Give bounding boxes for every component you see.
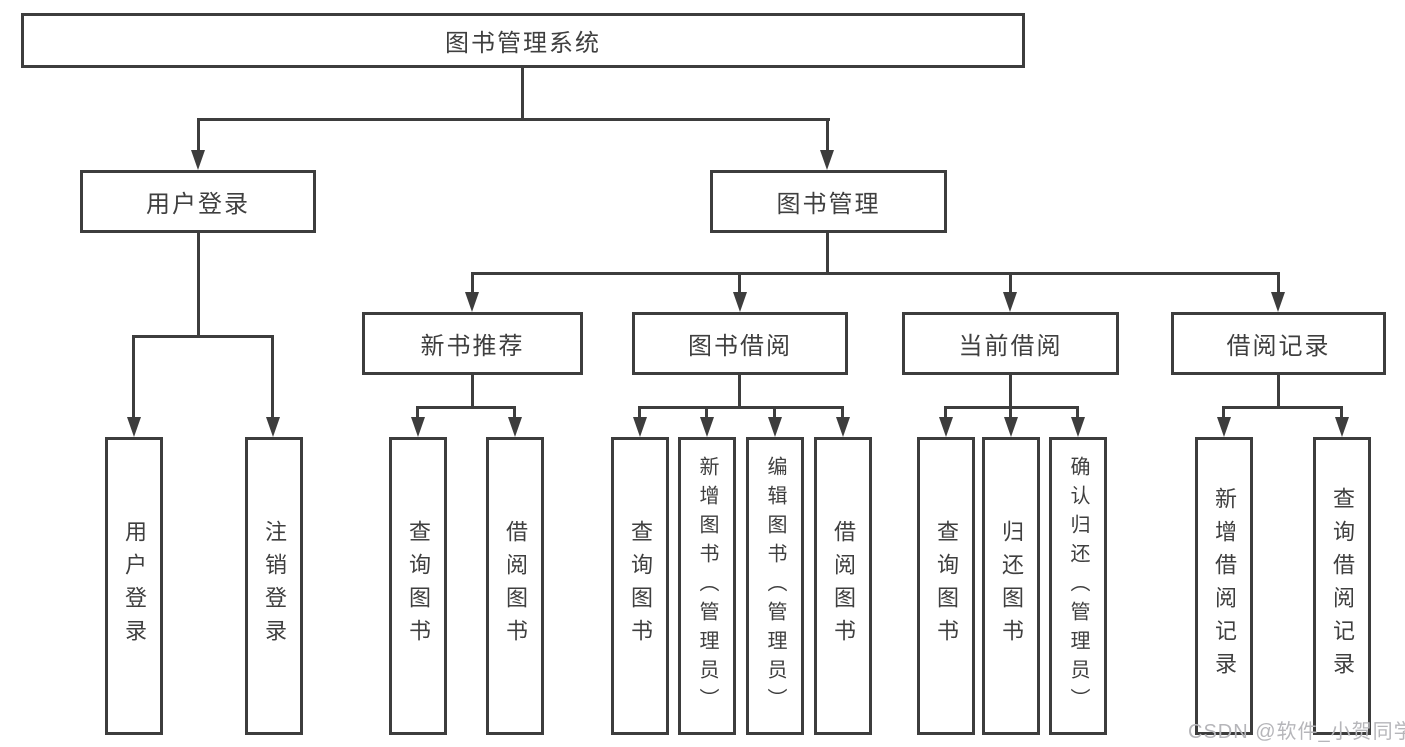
node-library-system: 图书管理系统 (21, 13, 1025, 68)
connector-book-management-stem (826, 233, 829, 274)
leaf-records-query-record: 查询借阅记录 (1313, 437, 1371, 735)
leaf-current-query-books-label: 查询图书 (934, 520, 959, 652)
arrowhead-nbr-borrow-books (508, 417, 522, 437)
connector-book-borrow-hline (638, 406, 844, 409)
arrowhead-bb-borrow-books (836, 417, 850, 437)
connector-cb-return-drop (1009, 406, 1012, 419)
node-book-management: 图书管理 (710, 170, 947, 233)
leaf-borrow-edit-books-admin: 编辑图书（管理员） (746, 437, 804, 735)
connector-nbr-borrow-drop (513, 406, 516, 419)
arrowhead-cb-return-books (1004, 417, 1018, 437)
connector-borrow-records-stem (1277, 375, 1280, 408)
arrowhead-book-borrow (733, 292, 747, 312)
connector-new-book-rec-stem (471, 375, 474, 408)
arrowhead-user-login (191, 150, 205, 170)
connector-user-login-hline (132, 335, 274, 338)
connector-user-login-stem (197, 233, 200, 337)
leaf-borrow-add-books-admin: 新增图书（管理员） (678, 437, 736, 735)
arrowhead-bb-edit-books (768, 417, 782, 437)
arrowhead-br-add-record (1217, 417, 1231, 437)
connector-new-book-rec-drop (471, 272, 474, 296)
arrowhead-current-borrow (1003, 292, 1017, 312)
connector-bb-borrow-drop (841, 406, 844, 419)
leaf-current-query-books: 查询图书 (917, 437, 975, 735)
leaf-records-add-record-label: 新增借阅记录 (1212, 487, 1237, 685)
connector-user-login-drop (197, 118, 200, 154)
csdn-watermark: CSDN @软件_小贺同学 (1188, 721, 1405, 743)
arrowhead-book-management (820, 150, 834, 170)
connector-book-borrow-stem (738, 375, 741, 408)
connector-br-query-drop (1340, 406, 1343, 419)
leaf-logout-label: 注销登录 (262, 520, 287, 652)
leaf-current-confirm-return-admin-label: 确认归还（管理员） (1067, 455, 1089, 717)
leaf-records-query-record-label: 查询借阅记录 (1330, 487, 1355, 685)
node-new-book-recommend: 新书推荐 (362, 312, 583, 375)
arrowhead-borrow-records (1271, 292, 1285, 312)
leaf-new-rec-query-books: 查询图书 (389, 437, 447, 735)
arrowhead-leaf-user-login (127, 417, 141, 437)
connector-current-borrow-drop (1009, 272, 1012, 296)
leaf-new-rec-borrow-books-label: 借阅图书 (503, 520, 528, 652)
connector-bb-add-drop (705, 406, 708, 419)
leaf-user-login-label: 用户登录 (122, 520, 147, 652)
connector-bb-query-drop (638, 406, 641, 419)
node-user-login: 用户登录 (80, 170, 316, 233)
leaf-borrow-borrow-books-label: 借阅图书 (831, 520, 856, 652)
connector-current-borrow-stem (1009, 375, 1012, 408)
leaf-new-rec-query-books-label: 查询图书 (406, 520, 431, 652)
connector-book-borrow-drop (738, 272, 741, 296)
arrowhead-br-query-record (1335, 417, 1349, 437)
connector-level2-hline (197, 118, 830, 121)
connector-borrow-records-hline (1222, 406, 1343, 409)
leaf-borrow-add-books-admin-label: 新增图书（管理员） (696, 455, 718, 717)
connector-new-book-rec-hline (416, 406, 516, 409)
arrowhead-leaf-logout (266, 417, 280, 437)
connector-bb-edit-drop (773, 406, 776, 419)
connector-book-management-drop (826, 118, 829, 154)
leaf-borrow-borrow-books: 借阅图书 (814, 437, 872, 735)
arrowhead-nbr-query-books (411, 417, 425, 437)
connector-br-add-drop (1222, 406, 1225, 419)
leaf-records-add-record: 新增借阅记录 (1195, 437, 1253, 735)
arrowhead-cb-confirm-return (1071, 417, 1085, 437)
leaf-borrow-query-books-label: 查询图书 (628, 520, 653, 652)
connector-nbr-query-drop (416, 406, 419, 419)
connector-root-stem (521, 68, 524, 120)
leaf-user-login: 用户登录 (105, 437, 163, 735)
node-book-borrow: 图书借阅 (632, 312, 848, 375)
connector-level3-hline (471, 272, 1280, 275)
arrowhead-bb-query-books (633, 417, 647, 437)
leaf-borrow-edit-books-admin-label: 编辑图书（管理员） (764, 455, 786, 717)
node-current-borrow: 当前借阅 (902, 312, 1119, 375)
connector-leaf-logout-drop (271, 335, 274, 419)
node-borrow-records: 借阅记录 (1171, 312, 1386, 375)
connector-cb-query-drop (944, 406, 947, 419)
leaf-borrow-query-books: 查询图书 (611, 437, 669, 735)
connector-cb-confirm-drop (1076, 406, 1079, 419)
arrowhead-new-book-rec (465, 292, 479, 312)
arrowhead-cb-query-books (939, 417, 953, 437)
leaf-current-return-books-label: 归还图书 (999, 520, 1024, 652)
leaf-logout: 注销登录 (245, 437, 303, 735)
arrowhead-bb-add-books (700, 417, 714, 437)
leaf-new-rec-borrow-books: 借阅图书 (486, 437, 544, 735)
leaf-current-confirm-return-admin: 确认归还（管理员） (1049, 437, 1107, 735)
connector-borrow-records-drop (1277, 272, 1280, 296)
leaf-current-return-books: 归还图书 (982, 437, 1040, 735)
connector-leaf-user-login-drop (132, 335, 135, 419)
